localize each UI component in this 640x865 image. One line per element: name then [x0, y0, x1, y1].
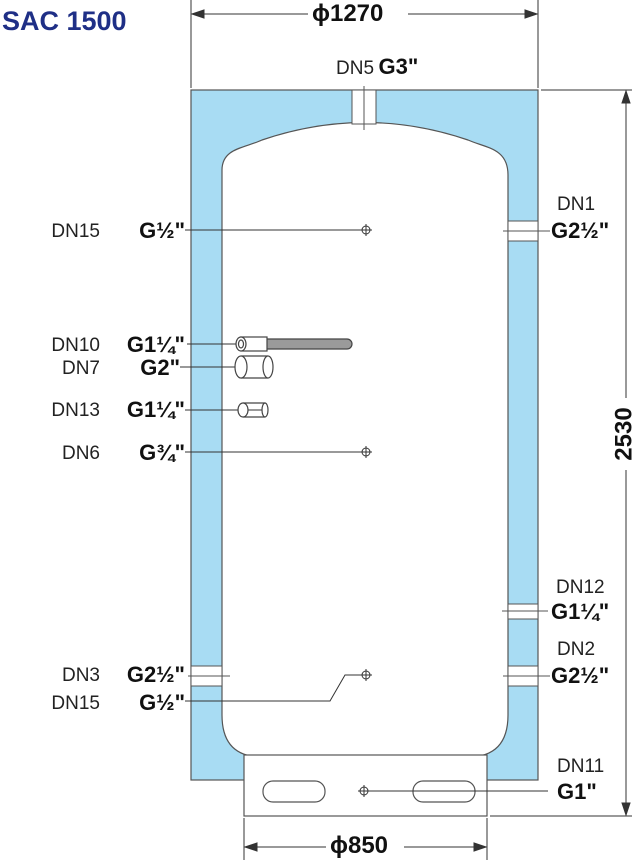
sleeve-dn7	[234, 355, 274, 379]
nozzle-dn12	[502, 603, 548, 620]
connection-dn13-size: G1¼"	[126, 397, 185, 422]
dimension-height: 2530	[610, 407, 638, 461]
connection-dn11-dn: DN11	[557, 756, 605, 777]
connection-dn15-top-dn: DN15	[51, 221, 100, 242]
connection-dn10-dn: DN10	[51, 335, 100, 356]
nozzle-dn2	[503, 665, 550, 687]
connection-dn7-dn: DN7	[61, 358, 100, 379]
inner-tank	[221, 121, 509, 758]
connection-dn-label: DN5	[336, 58, 375, 79]
connection-dn11-size: G1"	[557, 779, 597, 804]
connection-dn3-dn: DN3	[61, 665, 100, 686]
connection-dn12-size: G1¼"	[551, 599, 610, 624]
connection-dn5: DN5 G3"	[336, 54, 419, 79]
dimension-top-diameter: ϕ1270	[312, 0, 384, 27]
connection-dn15-bottom-size: G½"	[139, 690, 185, 715]
connection-size-label: G3"	[378, 54, 419, 79]
connection-dn2-dn: DN2	[557, 639, 596, 660]
connection-dn13-dn: DN13	[51, 400, 100, 421]
nozzle-dn1	[503, 220, 550, 242]
nozzle-dn3	[188, 665, 230, 687]
dimension-bottom-diameter: ϕ850	[330, 832, 389, 859]
connection-dn10-size: G1¼"	[126, 332, 185, 357]
connection-dn1-size: G2½"	[551, 218, 610, 243]
connection-dn12-dn: DN12	[556, 577, 605, 598]
connection-dn6-dn: DN6	[61, 443, 100, 464]
sleeve-dn13	[237, 402, 269, 418]
connection-dn3-size: G2½"	[126, 662, 185, 687]
connection-dn1-dn: DN1	[557, 194, 596, 215]
page-title: SAC 1500	[2, 6, 127, 36]
base-slot-left	[262, 780, 326, 803]
connection-dn15-bottom-dn: DN15	[51, 693, 100, 714]
connection-dn2-size: G2½"	[551, 663, 610, 688]
connection-dn7-size: G2"	[140, 355, 180, 380]
connection-dn6-size: G¾"	[139, 440, 185, 465]
connection-dn15-top-size: G½"	[139, 218, 185, 243]
heating-rod-dn10	[235, 336, 353, 352]
